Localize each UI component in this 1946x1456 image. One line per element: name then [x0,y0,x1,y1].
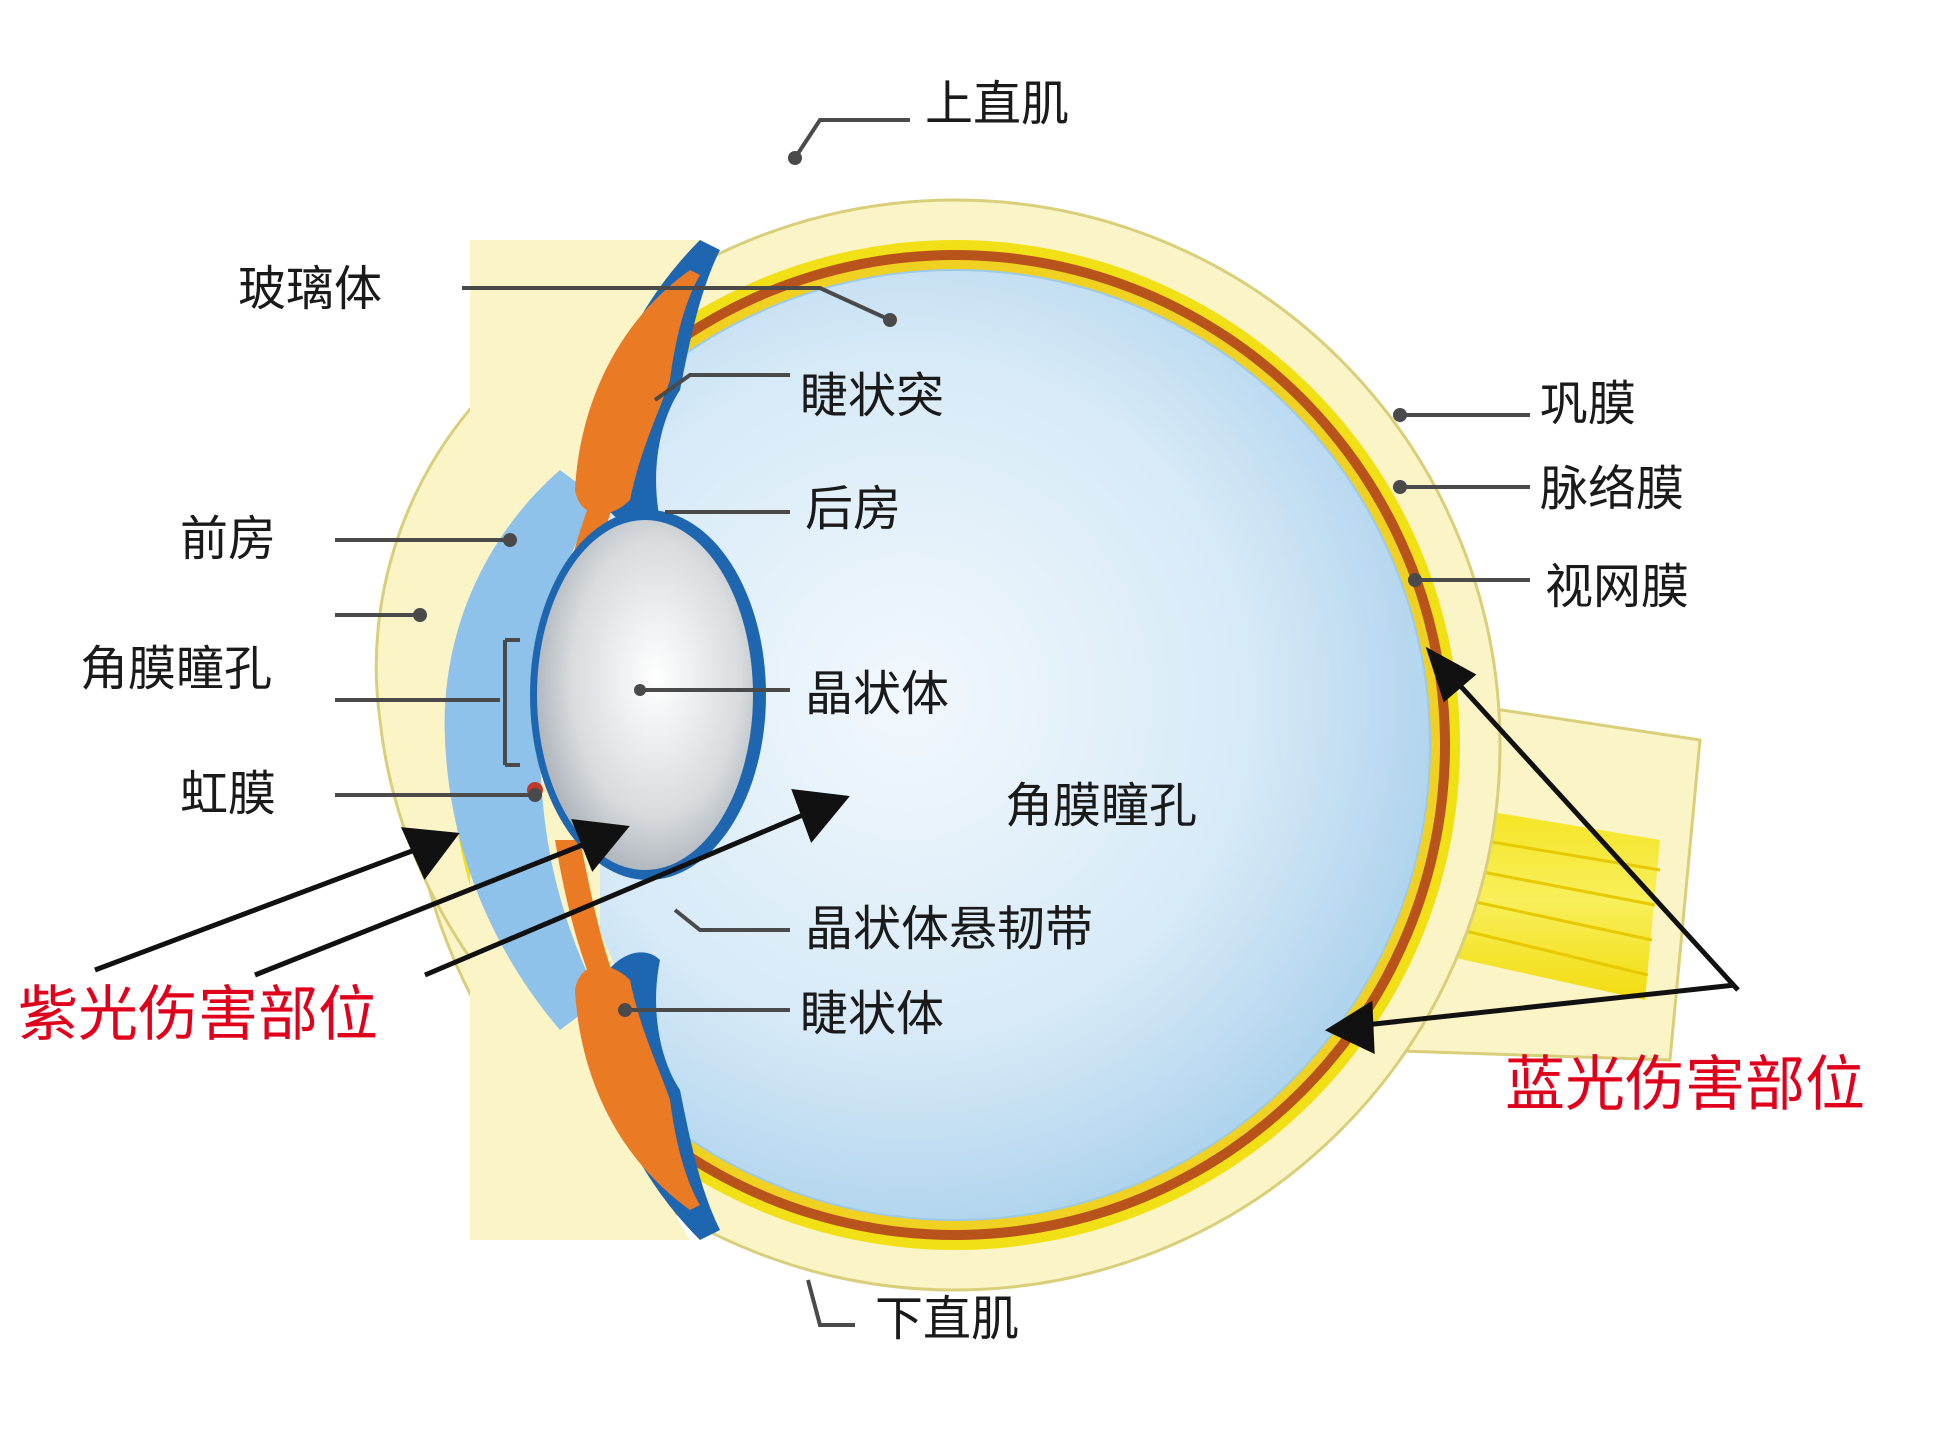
uv-damage-arrows [94,789,850,978]
leader-lines [335,118,1530,1327]
label-superior-rectus: 上直肌 [925,76,1070,132]
iris-lower [555,840,615,1000]
label-blue-damage-site: 蓝光伤害部位 [1505,1050,1865,1120]
label-ciliary-process: 睫状突 [800,368,945,424]
lens [537,520,753,870]
label-cornea-pupil-center: 角膜瞳孔 [1005,778,1198,834]
label-uv-damage-site: 紫光伤害部位 [18,980,378,1050]
label-posterior-chamber: 后房 [805,481,902,537]
label-cornea-pupil-left: 角膜瞳孔 [80,641,273,697]
label-iris: 虹膜 [180,766,277,822]
label-ciliary-body: 睫状体 [800,986,945,1042]
label-sclera: 巩膜 [1540,376,1637,432]
label-inferior-rectus: 下直肌 [875,1291,1020,1347]
label-lens: 晶状体 [805,666,950,722]
label-retina: 视网膜 [1545,559,1690,615]
label-vitreous: 玻璃体 [238,261,383,317]
label-choroid: 脉络膜 [1540,461,1685,517]
anterior-chamber [444,470,600,1030]
blue-damage-arrows [1324,646,1740,1055]
ciliary-body-lower [575,966,700,1210]
label-zonule: 晶状体悬韧带 [805,901,1094,957]
label-anterior-chamber: 前房 [180,511,277,567]
leader-dots [413,151,1422,1017]
ciliary-body-upper [575,270,700,514]
